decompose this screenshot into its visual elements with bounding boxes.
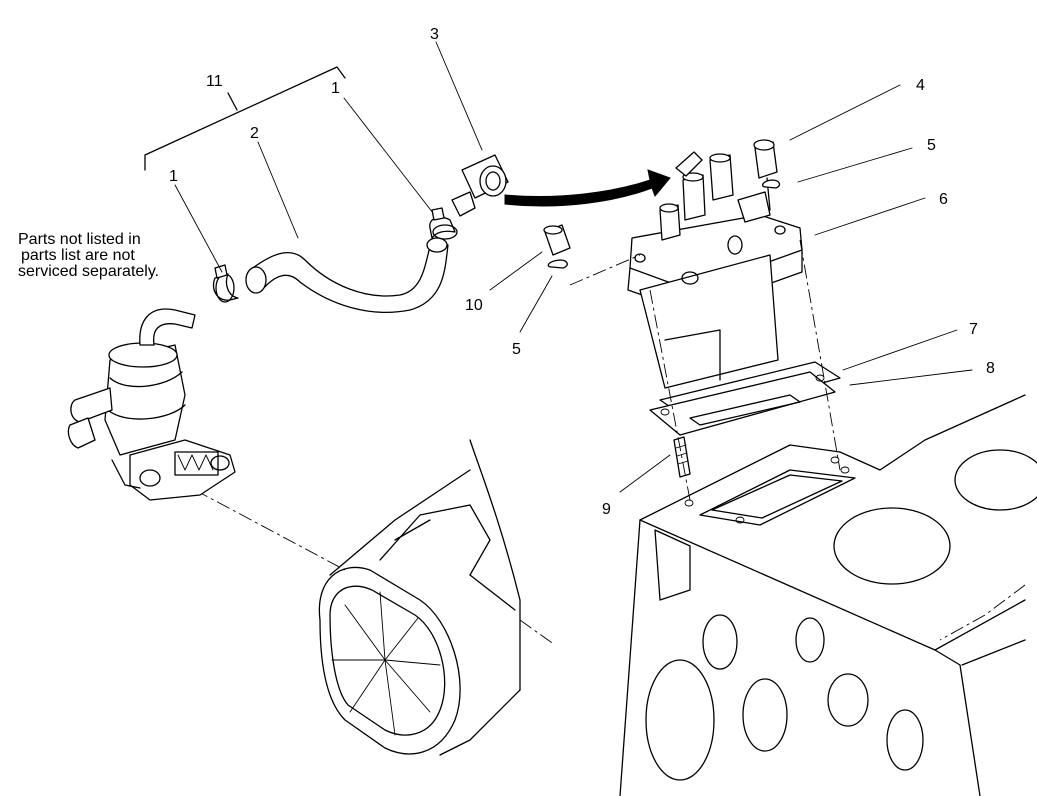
parts-note-line-3: serviced separately. (18, 263, 160, 280)
parts-note: Parts not listed in parts list are not s… (18, 232, 218, 280)
bracket-11 (144, 66, 346, 171)
callouts: 1 1 2 3 4 5 5 6 7 8 9 10 11 (169, 26, 995, 518)
callout-10: 10 (465, 297, 483, 314)
callout-1-left: 1 (169, 168, 178, 185)
callout-4: 4 (916, 77, 925, 94)
callout-6: 6 (939, 191, 948, 208)
center-line (799, 239, 841, 471)
gaskets (649, 361, 841, 436)
callout-1-right: 1 (331, 80, 340, 97)
hose-assembly (212, 207, 458, 313)
small-parts (543, 139, 781, 269)
callout-9: 9 (602, 501, 611, 518)
fuel-pump (67, 308, 236, 501)
bracket-11-stem (227, 92, 238, 111)
assembly-arrow (504, 169, 671, 207)
callout-2: 2 (250, 125, 259, 142)
injection-pump (627, 151, 803, 389)
engine-block (619, 394, 1037, 796)
callout-11: 11 (206, 73, 223, 90)
center-line (649, 289, 691, 501)
gear-housing (194, 439, 556, 756)
banjo-fitting (451, 154, 509, 217)
parts-note-line-1: Parts not listed in (18, 231, 141, 248)
callout-7: 7 (969, 321, 978, 338)
leader-lines (174, 41, 973, 493)
center-line (569, 254, 641, 286)
callout-3: 3 (430, 26, 439, 43)
callout-5-lower: 5 (512, 341, 521, 358)
callout-5-upper: 5 (927, 137, 936, 154)
callout-8: 8 (986, 360, 995, 377)
parts-note-line-2: parts list are not (21, 247, 135, 264)
